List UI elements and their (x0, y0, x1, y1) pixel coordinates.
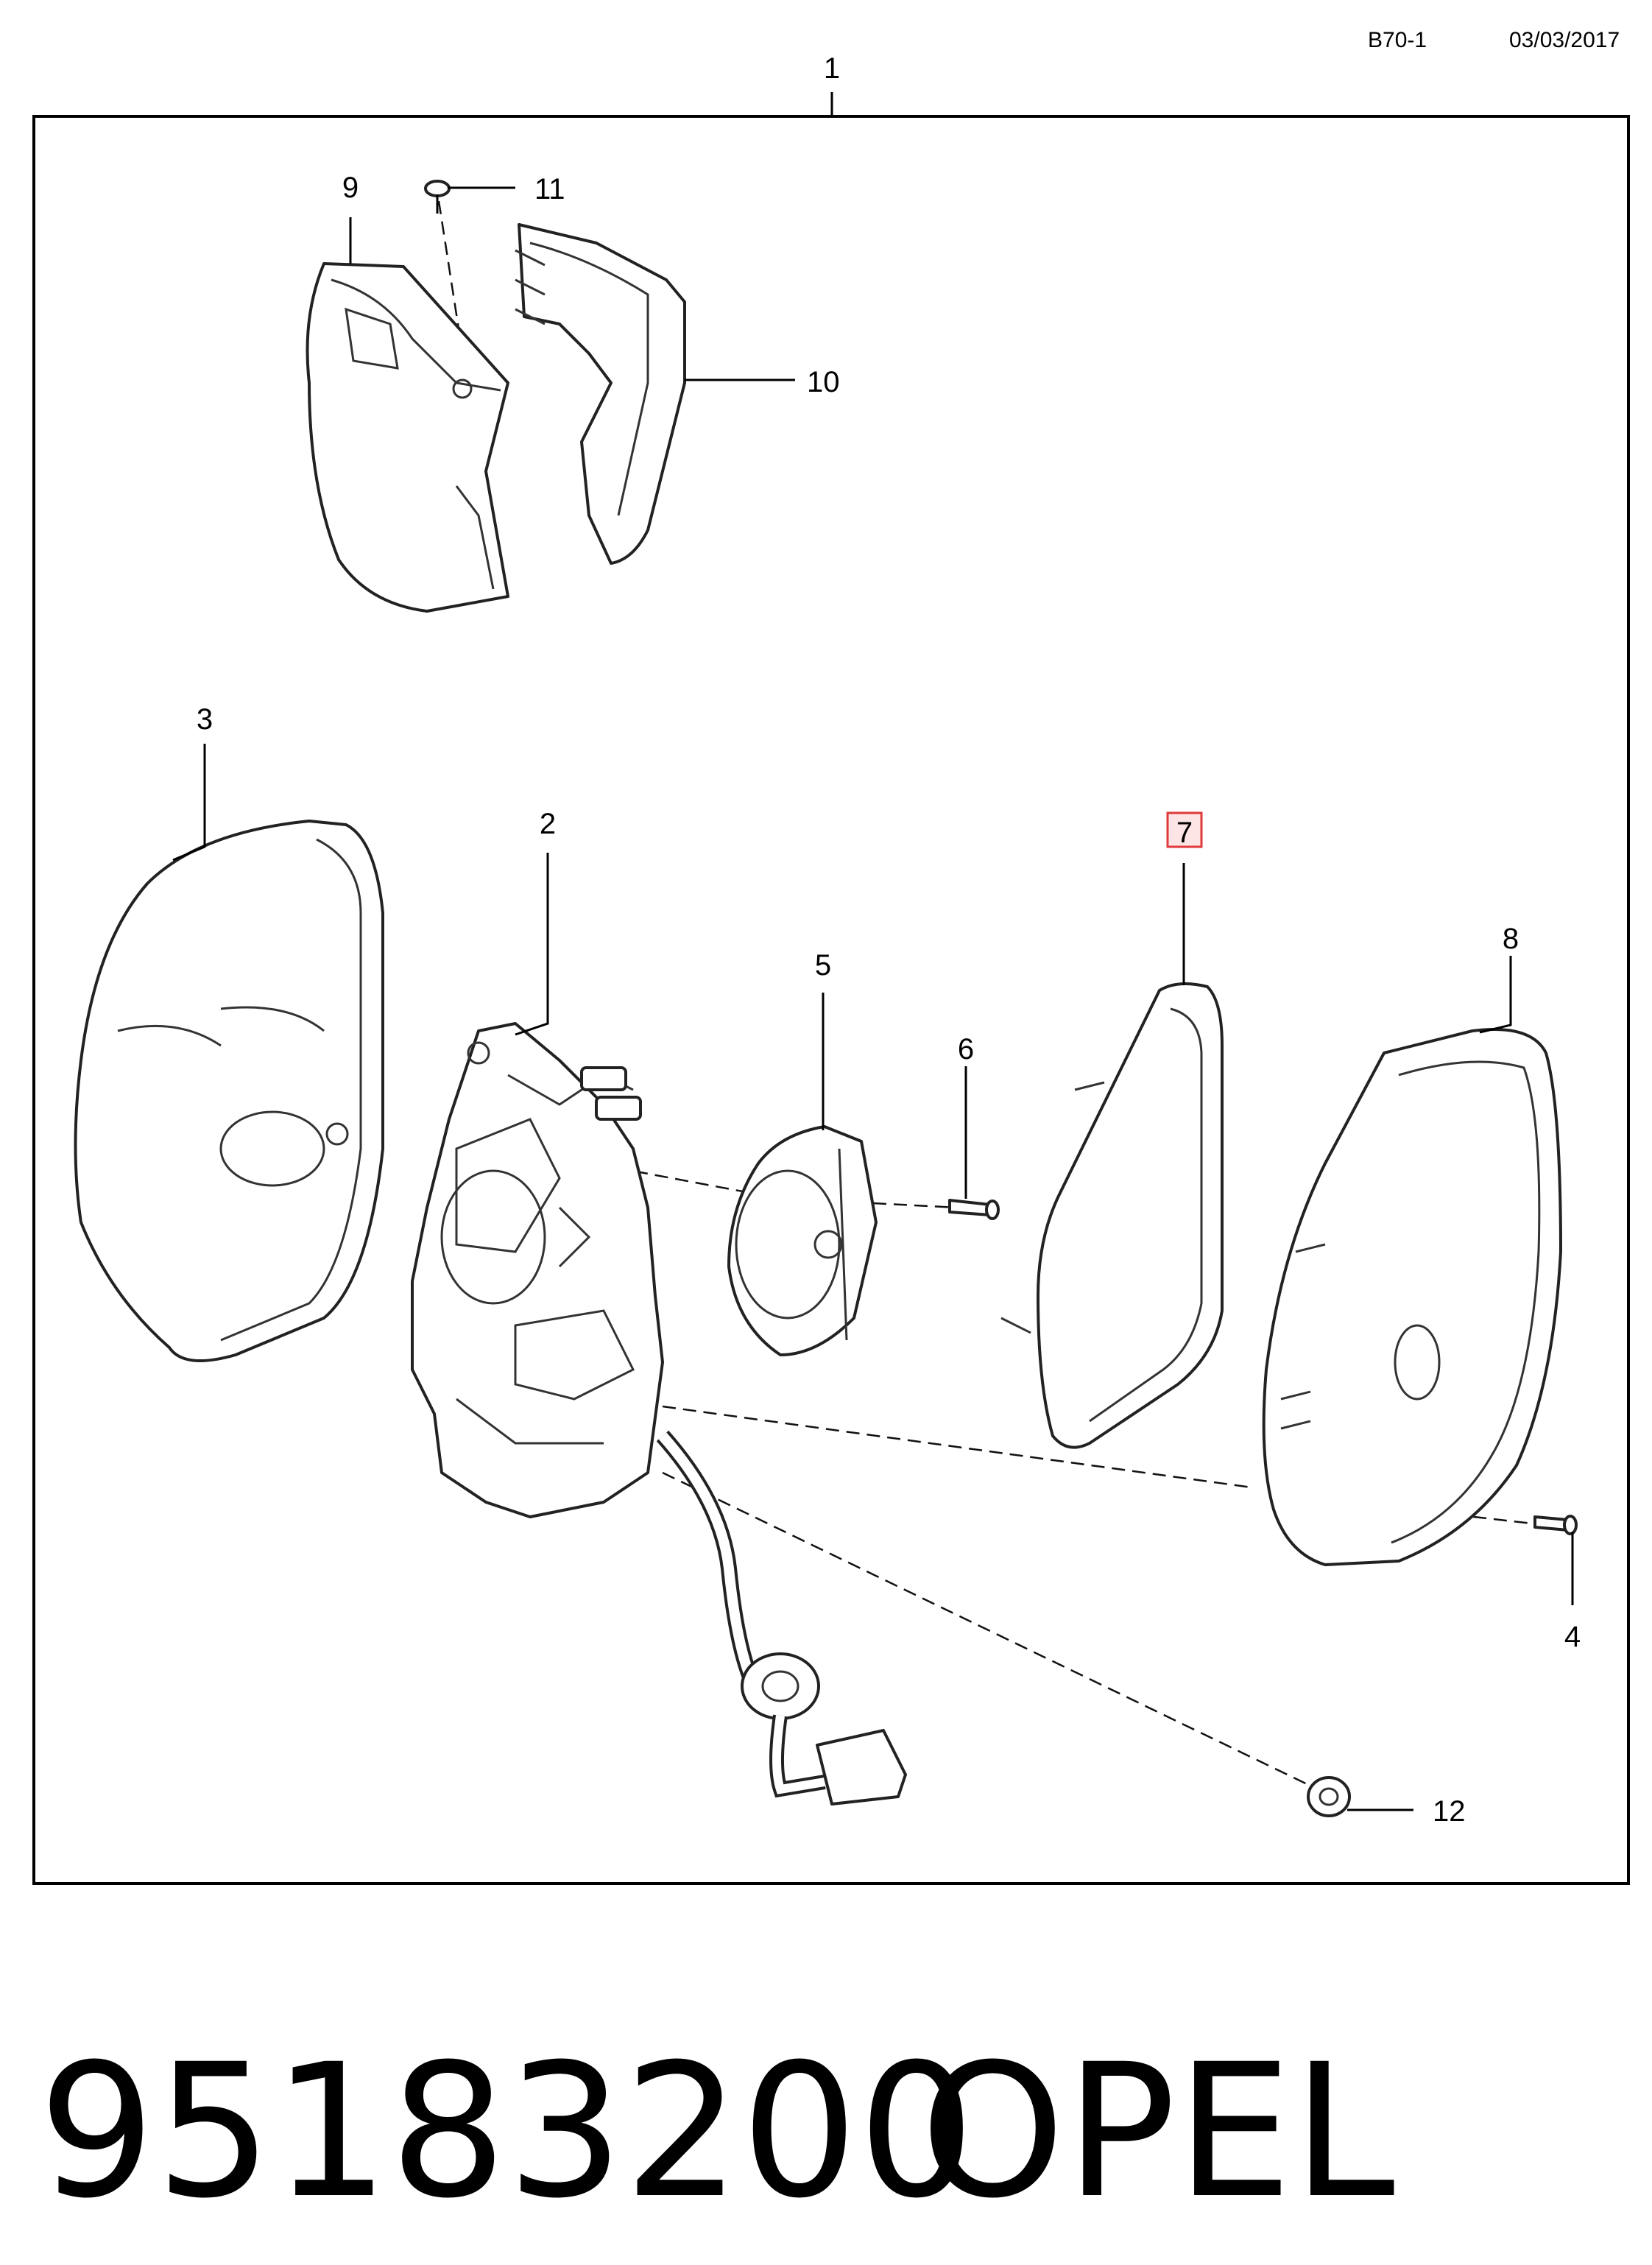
callout-11[interactable]: 11 (534, 173, 565, 205)
part-5-motor (727, 1125, 878, 1356)
diagram-code: B70-1 (1368, 28, 1427, 52)
exploded-parts-diagram: 1 2 3 4 5 6 7 8 9 10 11 12 (32, 52, 1630, 1885)
diagram-date: 03/03/2017 (1509, 28, 1620, 52)
wiring-harness (656, 1430, 907, 1806)
assembly-line-6 (872, 1202, 958, 1209)
assembly-line-12 (662, 1471, 1319, 1791)
callout-9[interactable]: 9 (342, 172, 359, 204)
callout-6[interactable]: 6 (958, 1033, 974, 1065)
part-10-upper-cover (515, 223, 686, 565)
part-number: 95183200 (38, 2024, 975, 2238)
part-3-mirror-housing (74, 820, 384, 1362)
assembly-line-5 (553, 1155, 759, 1196)
callout-3[interactable]: 3 (197, 703, 213, 736)
callout-1[interactable]: 1 (824, 52, 840, 85)
part-12-grommet (1307, 1776, 1351, 1817)
part-11-screw (424, 180, 451, 214)
assembly-line-8 (662, 1405, 1252, 1489)
brand-name: OPEL (920, 2024, 1395, 2238)
callout-4[interactable]: 4 (1564, 1621, 1581, 1653)
part-2-actuator-assembly (411, 1022, 664, 1518)
callout-7[interactable]: 7 (1176, 817, 1193, 849)
part-6-screw (948, 1199, 1000, 1220)
leader-lines (172, 186, 1574, 1811)
callout-7-highlight[interactable] (1166, 811, 1203, 848)
part-7-mirror-glass (1000, 982, 1224, 1449)
part-8-mirror-frame (1262, 1028, 1562, 1566)
callout-2[interactable]: 2 (540, 808, 556, 840)
assembly-line-11 (437, 200, 470, 391)
callout-12[interactable]: 12 (1433, 1795, 1466, 1828)
part-4-screw (1533, 1515, 1578, 1535)
callout-8[interactable]: 8 (1503, 923, 1519, 955)
part-9-lower-cover (306, 262, 509, 613)
callout-5[interactable]: 5 (815, 949, 831, 982)
callout-10[interactable]: 10 (807, 366, 840, 398)
